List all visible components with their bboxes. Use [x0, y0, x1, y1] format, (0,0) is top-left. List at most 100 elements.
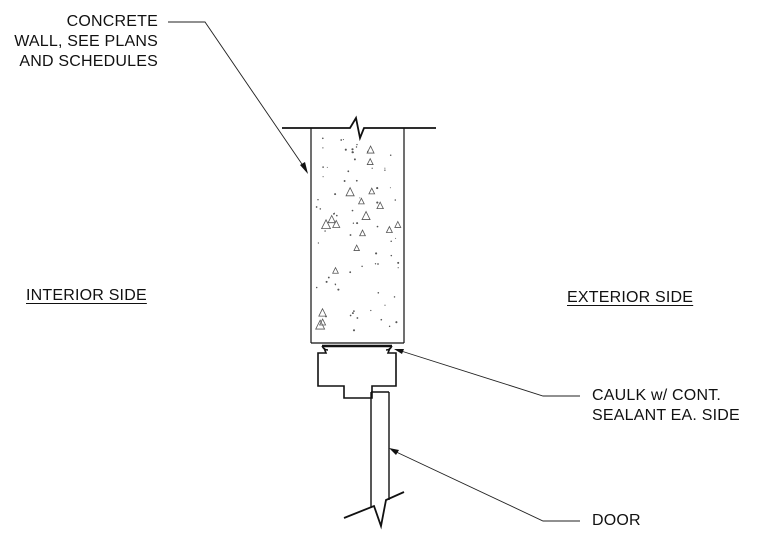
aggregate-sand — [335, 214, 338, 217]
concrete-wall-label-line-2: WALL, SEE PLANS — [14, 33, 158, 50]
aggregate-sand — [342, 139, 344, 141]
aggregate-sand — [393, 296, 396, 298]
aggregate-sand — [367, 150, 369, 153]
aggregate-sand — [325, 315, 327, 318]
aggregate-sand — [377, 292, 380, 294]
leader-lines — [168, 21, 580, 522]
aggregate-sand — [322, 166, 324, 168]
aggregate-stone — [327, 214, 336, 224]
aggregate-stone — [332, 219, 341, 228]
aggregate-stone — [385, 225, 394, 233]
aggregate-sand — [333, 212, 336, 214]
aggregate-sand — [376, 225, 379, 228]
wall-break-line — [282, 115, 436, 142]
aggregate-sand — [324, 230, 326, 232]
aggregate-sand — [384, 304, 386, 306]
aggregate-sand — [389, 187, 391, 189]
caulk-label-line-1: CAULK w/ CONT. — [592, 387, 722, 404]
aggregate-sand — [374, 263, 377, 265]
aggregate-sand — [344, 148, 347, 151]
aggregate-sand — [349, 234, 352, 236]
aggregate-sand — [375, 252, 378, 255]
aggregate-sand — [355, 146, 358, 148]
aggregate-sand — [352, 329, 356, 332]
aggregate-sand — [390, 254, 393, 257]
aggregate-sand — [351, 312, 354, 315]
aggregate-sand — [395, 237, 397, 239]
concrete-wall-label-line-3: AND SCHEDULES — [19, 53, 158, 70]
aggregate-sand — [327, 276, 330, 279]
aggregate-sand — [315, 286, 318, 289]
aggregate-sand — [397, 261, 400, 264]
aggregate-sand — [349, 271, 352, 274]
exterior-side-label: EXTERIOR SIDE — [567, 289, 694, 306]
aggregate-stone — [345, 186, 355, 197]
door-leader — [391, 449, 580, 522]
door-leaf — [370, 391, 390, 508]
aggregate-sand — [334, 283, 336, 285]
aggregate-sand — [390, 240, 392, 242]
aggregate-stone — [361, 210, 371, 220]
aggregate-sand — [397, 267, 399, 269]
aggregate-sand — [317, 198, 319, 201]
aggregate-sand — [384, 169, 386, 171]
aggregate-sand — [394, 199, 397, 201]
aggregate-sand — [343, 180, 346, 182]
caulk-label-line-2: SEALANT EA. SIDE — [592, 407, 740, 424]
aggregate-sand — [356, 222, 359, 225]
aggregate-stone — [332, 266, 339, 274]
aggregate-sand — [349, 314, 352, 317]
aggregate-stone — [366, 145, 375, 154]
aggregate-sand — [370, 309, 372, 312]
concrete-wall-label: CONCRETE WALL, SEE PLANS AND SCHEDULES — [8, 12, 158, 72]
aggregate-sand — [353, 158, 356, 161]
concrete-wall-leader — [168, 21, 307, 171]
concrete-wall-arrow-icon — [300, 162, 308, 174]
concrete-aggregate-pattern — [315, 137, 402, 332]
caulk-arrow-icon — [394, 349, 404, 354]
aggregate-stone — [320, 218, 332, 229]
caulk-label: CAULK w/ CONT. SEALANT EA. SIDE — [592, 386, 740, 426]
aggregate-sand — [340, 139, 343, 141]
aggregate-sand — [347, 170, 350, 173]
aggregate-sand — [380, 318, 383, 321]
aggregate-sand — [376, 187, 379, 190]
aggregate-stone — [353, 244, 361, 251]
caulk-leader — [397, 349, 580, 397]
aggregate-sand — [355, 179, 358, 182]
aggregate-stone — [357, 197, 365, 205]
aggregate-stone — [394, 220, 402, 228]
aggregate-stone — [318, 307, 327, 317]
aggregate-sand — [353, 310, 355, 312]
aggregate-sand — [388, 325, 391, 328]
door-arrow-icon — [389, 448, 399, 455]
aggregate-stone — [376, 201, 384, 209]
aggregate-sand — [351, 209, 354, 212]
aggregate-sand — [377, 263, 379, 265]
interior-side-label: INTERIOR SIDE — [26, 287, 147, 304]
aggregate-sand — [356, 317, 359, 319]
aggregate-sand — [334, 193, 337, 196]
aggregate-sand — [325, 280, 328, 283]
aggregate-stone — [359, 229, 367, 237]
aggregate-sand — [384, 167, 386, 169]
door-frame-profile — [317, 347, 397, 399]
aggregate-sand — [389, 154, 392, 157]
aggregate-sand — [359, 197, 361, 199]
concrete-wall-label-line-1: CONCRETE — [66, 13, 158, 30]
aggregate-sand — [326, 166, 328, 168]
leader-arrowheads — [300, 162, 404, 455]
aggregate-sand — [321, 137, 324, 140]
aggregate-stone — [318, 318, 327, 326]
aggregate-stone — [366, 157, 374, 165]
aggregate-sand — [352, 222, 355, 224]
aggregate-sand — [395, 321, 398, 324]
aggregate-sand — [351, 148, 354, 151]
aggregate-sand — [371, 167, 373, 169]
aggregate-sand — [315, 206, 318, 208]
door-label: DOOR — [592, 512, 641, 529]
aggregate-sand — [361, 265, 363, 268]
concrete-wall — [310, 128, 405, 344]
aggregate-sand — [322, 147, 324, 149]
